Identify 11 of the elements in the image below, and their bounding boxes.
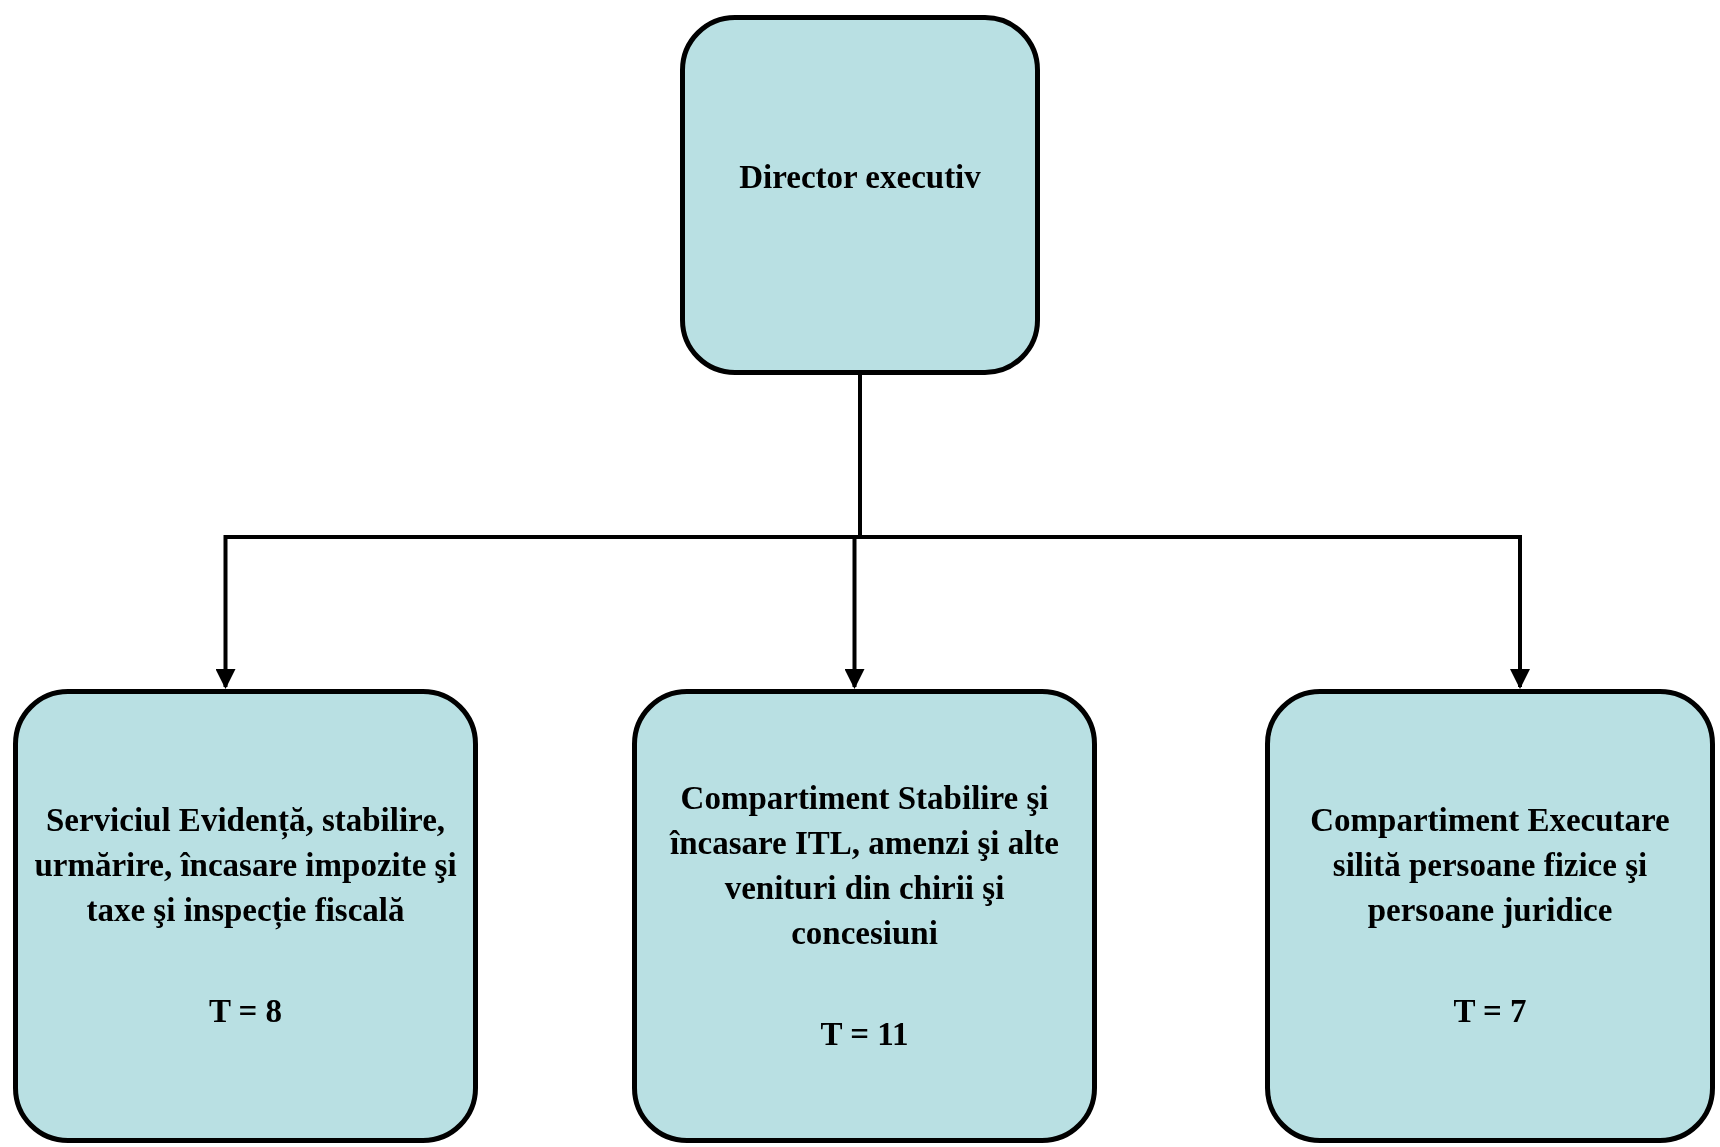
rounded-box bbox=[632, 689, 1097, 1143]
box-title: Compartiment Executare silită persoane fizice şi persoane juridice bbox=[1309, 801, 1671, 930]
box-title: Director executiv bbox=[739, 158, 981, 197]
box-title: Serviciul Evidență, stabilire, urmărire, încasare impozite şi taxe şi inspecție fiscală bbox=[34, 801, 457, 932]
staff-count: T = 7 bbox=[1453, 992, 1527, 1031]
staff-count: T = 11 bbox=[820, 1014, 909, 1054]
staff-count: T = 8 bbox=[208, 992, 283, 1031]
rounded-box bbox=[13, 689, 478, 1143]
rounded-box bbox=[1265, 689, 1715, 1143]
rounded-box bbox=[680, 15, 1040, 375]
box-title: Compartiment Stabilire şi încasare ITL, amenzi şi alte venituri din chirii şi concesiuni bbox=[668, 778, 1060, 953]
